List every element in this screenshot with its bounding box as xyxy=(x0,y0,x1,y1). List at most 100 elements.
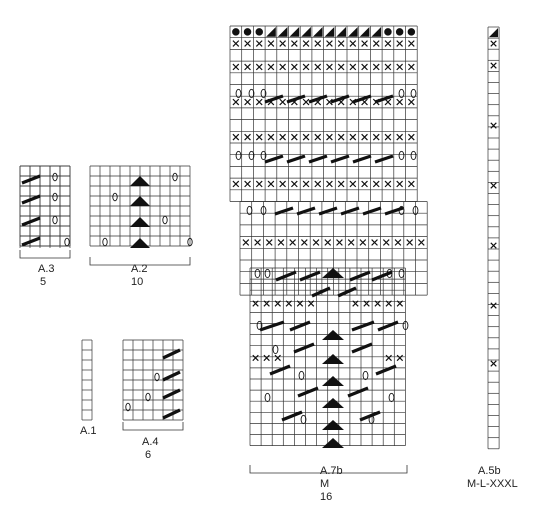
decrease-slash-symbol xyxy=(337,286,357,298)
cross-symbol xyxy=(255,40,263,47)
double-decrease-triangle xyxy=(322,330,344,340)
dot-symbol xyxy=(243,28,252,36)
cross-symbol xyxy=(490,62,497,69)
chart-a4-bracket xyxy=(122,422,184,431)
cross-symbol xyxy=(408,180,415,188)
cross-symbol xyxy=(279,98,286,106)
cross-symbol xyxy=(326,63,333,71)
cross-symbol xyxy=(277,239,285,246)
decrease-slash-symbol xyxy=(362,206,382,216)
cross-symbol xyxy=(279,133,286,141)
cross-symbol xyxy=(291,133,298,141)
chart-a7b-name: A.7b xyxy=(320,465,343,477)
cross-symbol xyxy=(406,239,413,246)
cross-symbol xyxy=(232,98,240,106)
yarn-over-symbol xyxy=(52,215,58,225)
cross-symbol xyxy=(302,40,310,47)
decrease-slash-symbol xyxy=(308,94,328,104)
decrease-slash-symbol xyxy=(375,364,397,376)
yarn-over-symbol xyxy=(260,205,267,216)
cross-symbol xyxy=(384,180,392,188)
dot-symbol xyxy=(407,28,416,36)
decrease-slash-symbol xyxy=(281,410,303,422)
corner-symbol xyxy=(266,27,276,37)
cross-symbol xyxy=(490,360,497,367)
cross-symbol xyxy=(385,354,392,362)
cross-symbol xyxy=(244,180,251,188)
decrease-slash-symbol xyxy=(374,154,394,164)
yarn-over-symbol xyxy=(162,215,168,225)
yarn-over-symbol xyxy=(398,88,405,99)
corner-symbol xyxy=(312,27,323,37)
decrease-slash-symbol xyxy=(340,206,360,216)
cross-symbol xyxy=(361,40,368,47)
cross-symbol xyxy=(326,133,333,141)
yarn-over-symbol xyxy=(248,88,255,99)
double-decrease-triangle xyxy=(322,398,344,408)
dot-symbol xyxy=(395,28,404,36)
cross-symbol xyxy=(337,40,345,47)
cross-symbol xyxy=(255,133,263,141)
decrease-slash-symbol xyxy=(311,286,331,298)
cross-symbol xyxy=(337,63,345,71)
yarn-over-symbol xyxy=(64,237,70,247)
cross-symbol xyxy=(244,98,251,106)
cross-symbol xyxy=(372,40,380,47)
cross-symbol xyxy=(314,40,322,47)
chart-a2-stitch-count: 10 xyxy=(131,276,144,288)
yarn-over-symbol xyxy=(256,320,263,331)
decrease-slash-symbol xyxy=(347,386,369,398)
yarn-over-symbol xyxy=(235,88,242,99)
cross-symbol xyxy=(349,63,357,71)
cross-symbol xyxy=(396,300,404,307)
cross-symbol xyxy=(361,180,368,188)
cross-symbol xyxy=(490,182,497,189)
cross-symbol xyxy=(396,98,403,106)
chart-a7b-bottom-grid xyxy=(249,267,406,446)
cross-symbol xyxy=(279,40,286,47)
double-decrease-triangle xyxy=(130,176,150,186)
cross-symbol xyxy=(384,133,392,141)
cross-symbol xyxy=(326,98,333,106)
cross-symbol xyxy=(252,354,259,362)
yarn-over-symbol xyxy=(398,205,405,216)
cross-symbol xyxy=(289,239,296,246)
yarn-over-symbol xyxy=(410,88,417,99)
decrease-slash-symbol xyxy=(21,174,41,185)
cross-symbol xyxy=(349,40,357,47)
decrease-slash-symbol xyxy=(274,206,294,216)
cross-symbol xyxy=(490,242,497,249)
decrease-slash-symbol xyxy=(374,94,394,104)
cross-symbol xyxy=(349,133,357,141)
cross-symbol xyxy=(267,63,275,71)
yarn-over-symbol xyxy=(187,237,193,247)
chart-a1-name: A.1 xyxy=(80,425,97,437)
decrease-slash-symbol xyxy=(286,154,306,164)
decrease-slash-symbol xyxy=(330,94,350,104)
yarn-over-symbol xyxy=(172,172,178,182)
cross-symbol xyxy=(302,133,310,141)
cross-symbol xyxy=(267,40,275,47)
cross-symbol xyxy=(384,98,392,106)
chart-a3-name: A.3 xyxy=(38,263,55,275)
decrease-slash-symbol xyxy=(275,270,297,282)
cross-symbol xyxy=(372,133,380,141)
corner-symbol xyxy=(336,27,346,37)
cross-symbol xyxy=(374,300,381,307)
yarn-over-symbol xyxy=(52,192,58,202)
double-decrease-triangle xyxy=(322,268,344,278)
cross-symbol xyxy=(291,63,298,71)
cross-symbol xyxy=(372,180,380,188)
cross-symbol xyxy=(232,63,240,71)
corner-symbol xyxy=(289,27,300,37)
chart-a2-name: A.2 xyxy=(131,263,148,275)
chart-a7b-top-grid xyxy=(229,25,418,202)
cross-symbol xyxy=(279,180,286,188)
cross-symbol xyxy=(361,63,368,71)
decrease-slash-symbol xyxy=(308,154,328,164)
decrease-slash-symbol xyxy=(377,320,399,332)
corner-symbol xyxy=(359,27,370,37)
cross-symbol xyxy=(302,98,310,106)
yarn-over-symbol xyxy=(298,370,305,381)
cross-symbol xyxy=(408,133,415,141)
